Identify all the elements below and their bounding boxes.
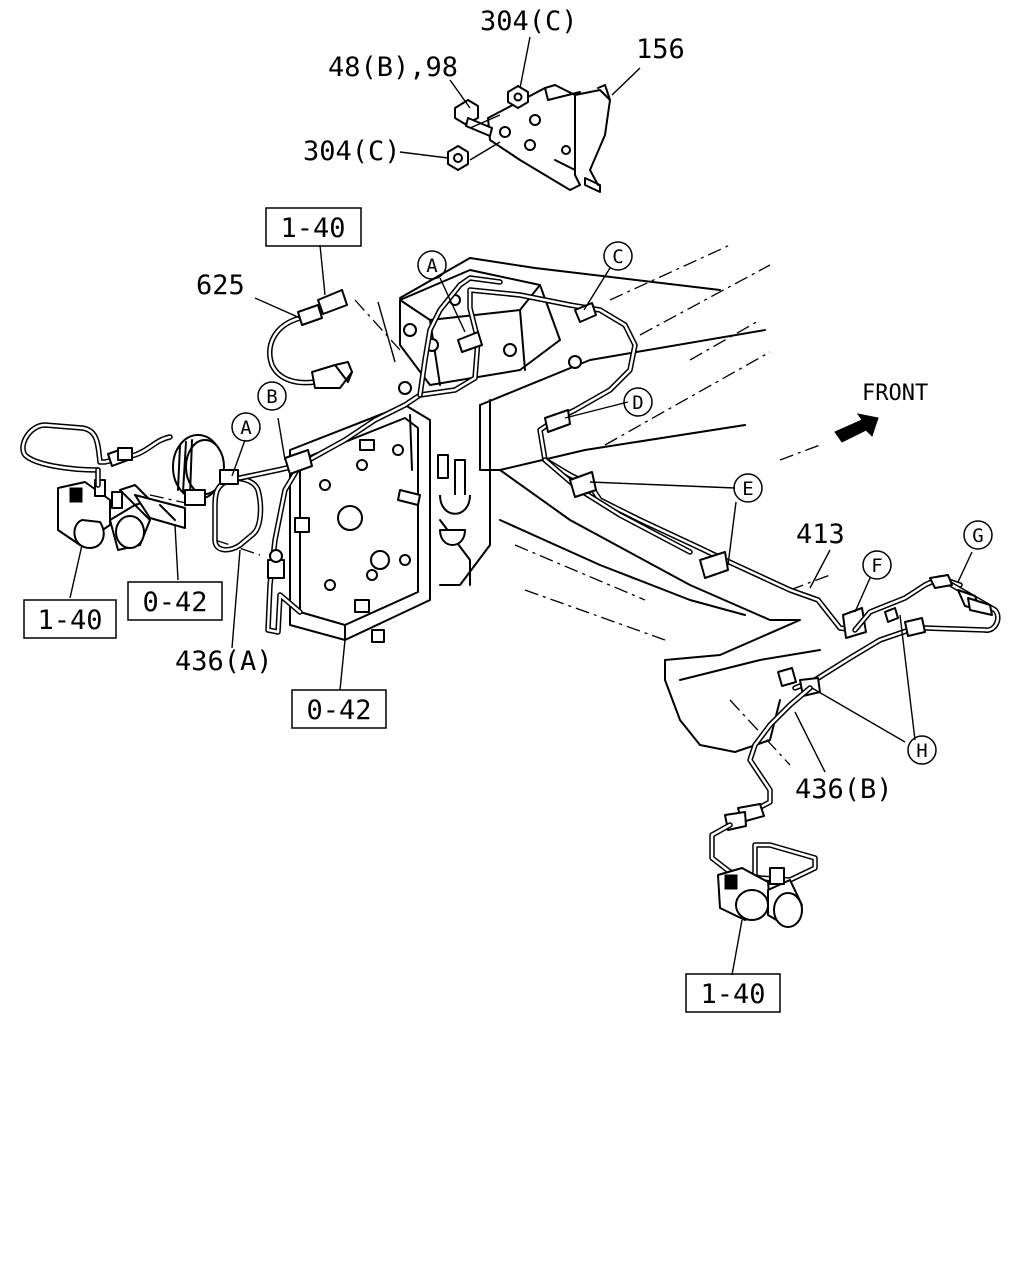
left-bracket: [134, 494, 186, 529]
label-156: 156: [636, 34, 685, 65]
clip-marker-b: B: [257, 381, 287, 411]
svg-text:1-40: 1-40: [37, 605, 102, 636]
svg-text:1-40: 1-40: [700, 979, 765, 1010]
label-413: 413: [796, 519, 845, 550]
clip-marker-c: C: [603, 241, 633, 271]
hose-625: [267, 289, 353, 389]
svg-text:A: A: [240, 417, 252, 439]
frame-fittings: [437, 454, 471, 546]
svg-text:0-42: 0-42: [306, 695, 371, 726]
svg-text:1-40: 1-40: [280, 213, 345, 244]
svg-text:G: G: [972, 525, 983, 547]
label-436a: 436(A): [175, 646, 273, 677]
pipe-clips: [284, 302, 867, 639]
pressure-gauge: [172, 434, 225, 506]
left-loop-pipe: [20, 422, 173, 488]
crossmember-block: [398, 269, 582, 395]
svg-text:C: C: [612, 246, 623, 268]
svg-text:B: B: [266, 386, 277, 408]
leader-lines: [69, 36, 973, 976]
label-48b-98: 48(B),98: [328, 52, 458, 83]
main-pipe-run: [237, 275, 858, 633]
bolt-48b: [454, 99, 493, 137]
ref-box-left-chamber: 1-40: [23, 599, 117, 639]
nut-304c-left: [447, 145, 469, 171]
front-arrow-icon: [834, 413, 879, 443]
pipe-436b: [724, 685, 813, 831]
svg-text:0-42: 0-42: [142, 587, 207, 618]
svg-text:D: D: [632, 392, 643, 414]
svg-text:A: A: [426, 255, 438, 277]
ref-box-center-bracket: 0-42: [291, 689, 387, 729]
ref-box-rear-chamber: 1-40: [685, 973, 781, 1013]
label-436b: 436(B): [795, 774, 893, 805]
clip-marker-g: G: [963, 520, 993, 550]
clip-marker-h: H: [907, 735, 937, 765]
clip-marker-a-upper: A: [417, 250, 447, 280]
clip-marker-a-left: A: [231, 412, 261, 442]
left-air-chamber: [57, 479, 151, 551]
label-304c-top: 304(C): [480, 6, 578, 37]
rear-air-chamber: [709, 822, 818, 928]
label-front: FRONT: [862, 381, 928, 406]
plate-side-pipe: [265, 462, 303, 635]
ref-box-top-chamber: 1-40: [265, 207, 362, 247]
label-304c-left: 304(C): [303, 136, 401, 167]
pipe-436a: [212, 469, 264, 553]
label-625: 625: [196, 270, 245, 301]
ref-box-left-bracket: 0-42: [127, 581, 223, 621]
svg-text:H: H: [916, 740, 927, 762]
clip-marker-f: F: [862, 550, 892, 580]
valve-mounting-plate: [289, 404, 431, 643]
rear-pipes: [777, 574, 1001, 697]
top-bracket-assembly: [447, 84, 611, 193]
svg-text:F: F: [871, 555, 882, 577]
clip-marker-e: E: [733, 473, 763, 503]
svg-text:E: E: [742, 478, 753, 500]
clip-marker-d: D: [623, 387, 653, 417]
nut-304c-top: [507, 85, 529, 109]
